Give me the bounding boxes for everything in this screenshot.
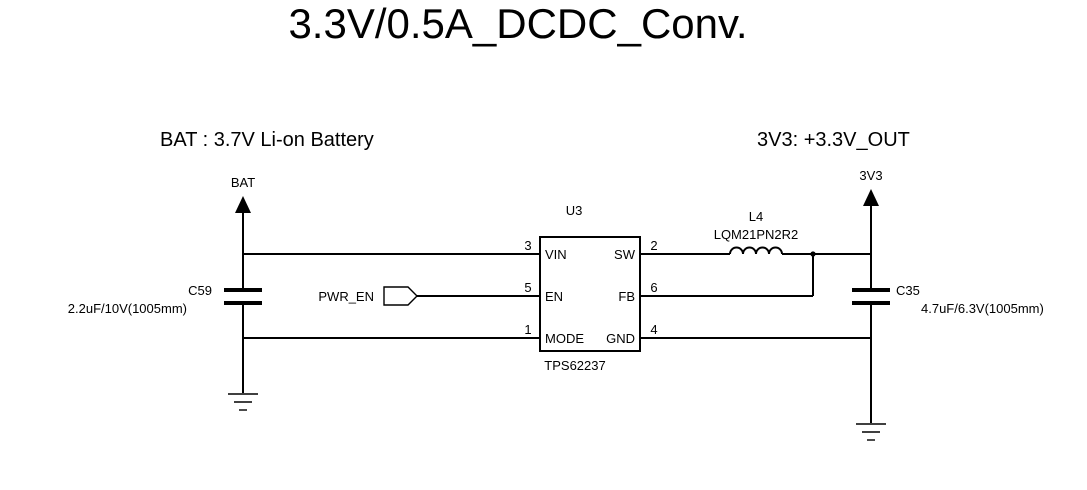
pin-vin-number: 3: [524, 238, 531, 253]
pin-fb-name: FB: [618, 289, 635, 304]
pin-mode-number: 1: [524, 322, 531, 337]
pin-vin-name: VIN: [545, 247, 567, 262]
u3-ref-label: U3: [566, 203, 583, 218]
bat-power-port: [235, 196, 251, 254]
v3v3-power-port: [863, 189, 879, 254]
pin-gnd-name: GND: [606, 331, 635, 346]
u3-body: [539, 236, 641, 352]
pin-gnd-number: 4: [650, 322, 657, 337]
pwr-en-port: [383, 286, 540, 306]
battery-note: BAT : 3.7V Li-on Battery: [160, 129, 374, 151]
output-note: 3V3: +3.3V_OUT: [757, 129, 910, 151]
schematic-title: 3.3V/0.5A_DCDC_Conv.: [288, 0, 747, 47]
pin-mode-name: MODE: [545, 331, 584, 346]
bat-port-label: BAT: [231, 175, 255, 190]
pwr-en-label: PWR_EN: [318, 289, 374, 304]
v3v3-arrow-icon: [863, 189, 879, 206]
pin-en-number: 5: [524, 280, 531, 295]
l4-ref-label: L4: [749, 209, 763, 224]
v3v3-port-label: 3V3: [859, 168, 882, 183]
l4-value-label: LQM21PN2R2: [714, 227, 799, 242]
bat-arrow-icon: [235, 196, 251, 213]
u3-part-label: TPS62237: [544, 358, 605, 373]
pwr-en-flag-icon: [383, 286, 418, 306]
left-ground-icon: [228, 393, 258, 411]
pin-sw-number: 2: [650, 238, 657, 253]
pin-fb-number: 6: [650, 280, 657, 295]
inductor-l4-coil-icon: [729, 246, 783, 255]
pin-en-name: EN: [545, 289, 563, 304]
right-ground-icon: [856, 423, 886, 441]
c35-ref-label: C35: [896, 283, 920, 298]
c59-value-label: 2.2uF/10V(1005mm): [68, 301, 187, 316]
c59-ref-label: C59: [188, 283, 212, 298]
pin-sw-name: SW: [614, 247, 636, 262]
c35-value-label: 4.7uF/6.3V(1005mm): [921, 301, 1044, 316]
capacitor-c35: [852, 254, 890, 338]
capacitor-c59: [224, 254, 262, 338]
